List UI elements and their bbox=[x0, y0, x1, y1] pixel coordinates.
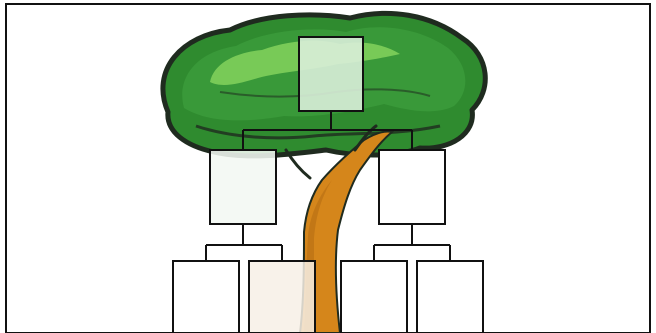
right-child-box bbox=[379, 150, 445, 224]
grandchild-box-4 bbox=[417, 261, 483, 333]
grandchild-box-3 bbox=[341, 261, 407, 333]
grandchild-box-2 bbox=[249, 261, 315, 333]
grandchild-box-1 bbox=[173, 261, 239, 333]
root-box bbox=[299, 37, 363, 111]
left-child-box bbox=[210, 150, 276, 224]
